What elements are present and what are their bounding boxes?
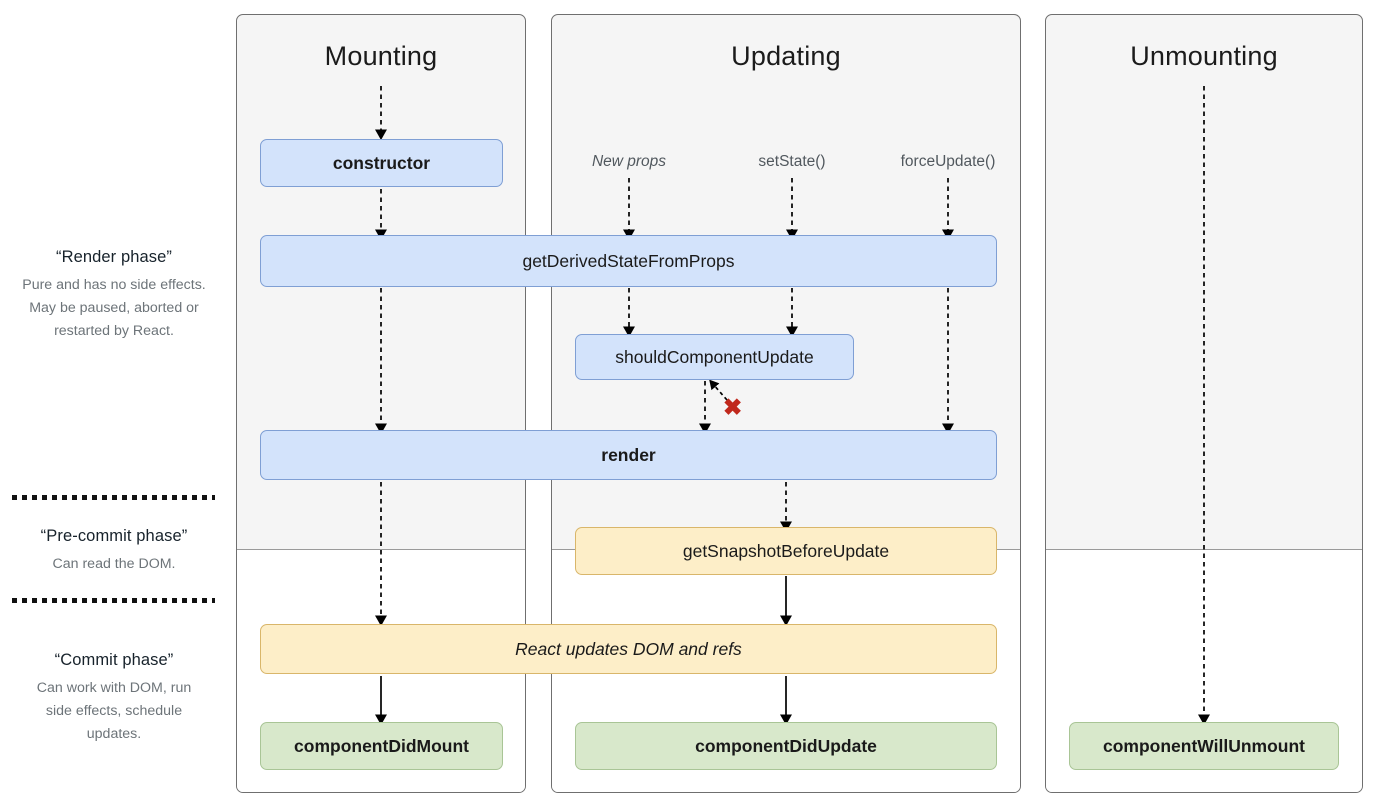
node-component-did-mount[interactable]: componentDidMount	[260, 722, 503, 770]
trigger-force-update: forceUpdate()	[900, 153, 996, 170]
column-panel-mounting: Mounting	[236, 14, 526, 793]
node-component-will-unmount[interactable]: componentWillUnmount	[1069, 722, 1339, 770]
node-react-updates-dom-and-refs[interactable]: React updates DOM and refs	[260, 624, 997, 674]
legend-commit-phase: “Commit phase” Can work with DOM, run si…	[0, 651, 228, 746]
column-title-mounting: Mounting	[324, 41, 438, 71]
node-render[interactable]: render	[260, 430, 997, 480]
node-component-did-update[interactable]: componentDidUpdate	[575, 722, 997, 770]
column-title-unmounting: Unmounting	[1130, 41, 1278, 71]
node-get-snapshot-before-update[interactable]: getSnapshotBeforeUpdate	[575, 527, 997, 575]
node-should-component-update[interactable]: shouldComponentUpdate	[575, 334, 854, 380]
node-get-derived-state-from-props[interactable]: getDerivedStateFromProps	[260, 235, 997, 287]
legend-commit-phase-desc: Can work with DOM, run side effects, sch…	[36, 680, 192, 742]
legend-divider-top	[12, 495, 215, 500]
column-panel-unmounting: Unmounting	[1045, 14, 1363, 793]
legend-render-phase-title: “Render phase”	[55, 248, 173, 266]
skip-render-x-icon: ✖	[723, 394, 743, 420]
column-panel-updating: Updating	[551, 14, 1021, 793]
trigger-set-state: setState()	[758, 153, 826, 170]
legend-pre-commit-phase-title: “Pre-commit phase”	[40, 527, 188, 545]
legend-pre-commit-phase: “Pre-commit phase” Can read the DOM.	[0, 527, 228, 576]
node-constructor[interactable]: constructor	[260, 139, 503, 187]
legend-render-phase-desc: Pure and has no side effects. May be pau…	[22, 277, 206, 339]
legend-render-phase: “Render phase” Pure and has no side effe…	[0, 248, 228, 343]
trigger-new-props: New props	[591, 153, 667, 170]
legend-pre-commit-phase-desc: Can read the DOM.	[52, 556, 176, 572]
legend-commit-phase-title: “Commit phase”	[54, 651, 174, 669]
legend-divider-bottom	[12, 598, 215, 603]
column-title-updating: Updating	[731, 41, 841, 71]
